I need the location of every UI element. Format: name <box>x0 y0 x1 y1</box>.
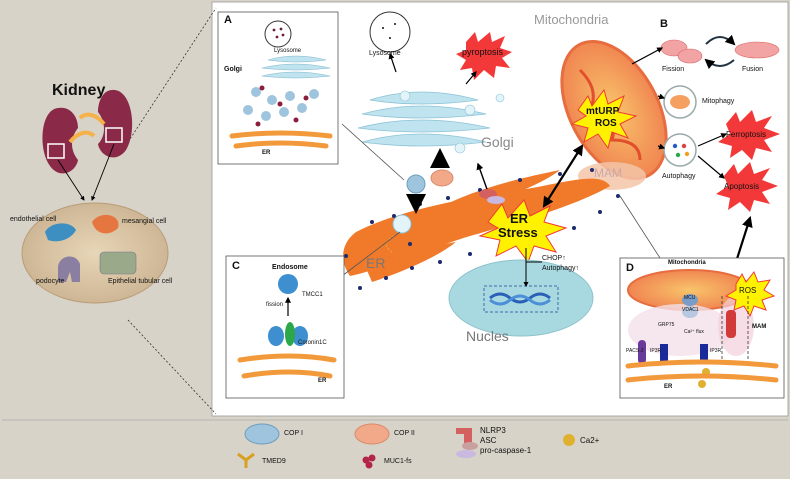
legend-copii-icon <box>354 423 390 445</box>
endosome-shape <box>278 274 298 294</box>
legend-muc1-label: MUC1-fs <box>384 458 412 465</box>
panel-a-box <box>217 11 339 165</box>
panel-a-lysosome-label: Lysosome <box>274 48 302 54</box>
golgi-label: Golgi <box>481 134 514 150</box>
nlrp3-complex-main <box>479 189 505 204</box>
legend-ca-label: Ca2+ <box>580 436 600 445</box>
panel-d-mam-label: MAM <box>752 324 767 330</box>
tmcc1-label: TMCC1 <box>302 292 323 298</box>
legend-muc1-icon <box>362 454 376 469</box>
panel-d-er <box>625 359 779 383</box>
kidney-zoom-box-left <box>47 143 65 159</box>
podocyte-icon <box>58 256 80 282</box>
ferroptosis-burst <box>718 110 780 160</box>
panel-a-vesicles <box>243 87 319 121</box>
apoptosis-burst <box>716 162 778 212</box>
vdac1-shape <box>682 306 698 318</box>
er-stress-label-2: Stress <box>498 225 538 240</box>
panel-c-er-label: ER <box>318 378 327 384</box>
panel-a-lysosome-shape <box>264 20 292 48</box>
panel-d-ros-burst <box>724 271 776 318</box>
er-stress-label-1: ER <box>510 211 529 226</box>
cell-label-endothelial: endothelial cell <box>10 216 57 223</box>
kidney-title: Kidney <box>52 82 106 99</box>
panel-d-ros-label: ROS <box>739 286 757 295</box>
lysosome-shape <box>369 11 411 53</box>
mitophagy-label: Mitophagy <box>702 98 735 105</box>
lysosome-label: Lysosome <box>369 50 401 57</box>
ip3r-label-1: IP3R <box>650 348 662 354</box>
legend-copi-icon <box>244 423 280 445</box>
panel-a-er-label: ER <box>262 150 271 156</box>
fission-label: Fission <box>662 66 685 73</box>
kidney-left-graphic <box>42 107 96 174</box>
er-label: ER <box>366 255 386 271</box>
mcu-label: MCU <box>684 295 696 301</box>
legend-tmed9-icon <box>237 452 255 468</box>
panel-d-letter: D <box>626 262 634 274</box>
chop-label: CHOP↑ <box>542 255 566 262</box>
legend-nlrp3-icon <box>456 428 478 458</box>
vdac1-label: VDAC1 <box>682 307 699 313</box>
pacs2-label: PACS-2 <box>626 348 644 354</box>
mesangial-cell-icon <box>92 214 119 234</box>
endosome-label: Endosome <box>272 264 308 271</box>
pyroptosis-label: pyroptosis <box>462 47 504 57</box>
legend-tmed9-label: TMED9 <box>262 458 286 465</box>
coronin-label: Coronin1C <box>298 340 327 346</box>
ca-flux-label: Ca²⁺ flux <box>684 329 704 335</box>
panel-c-letter: C <box>232 260 240 272</box>
nucleus-label: Nucles <box>466 328 509 344</box>
panel-c-er <box>237 353 337 379</box>
ip3r-label-2: IP3R <box>710 348 722 354</box>
dna-box <box>483 285 559 313</box>
copi-vesicle-main <box>406 174 426 194</box>
autophagy-up-label: Autophagy↑ <box>542 265 579 272</box>
cell-label-podocyte: podocyte <box>36 278 65 285</box>
kidney-zoom-box-right <box>105 127 123 143</box>
endothelial-cell-icon <box>45 223 76 242</box>
grp75-label: GRP75 <box>658 322 675 328</box>
pyroptosis-burst <box>456 32 512 80</box>
fusion-label: Fusion <box>742 66 764 73</box>
panel-a-er <box>229 130 333 149</box>
mcu-shape <box>682 294 698 306</box>
nucleus-ellipse <box>448 259 594 337</box>
fission-c-label: fission <box>266 302 284 308</box>
legend-copi-label: COP I <box>284 430 303 437</box>
autophagy-label: Autophagy <box>662 173 696 180</box>
er-stress-burst <box>478 199 568 264</box>
legend-nlrp3-label: NLRP3 <box>480 426 506 435</box>
kidney-right-graphic <box>78 89 133 158</box>
mturp-label: mtURP <box>586 106 620 117</box>
panel-a-golgi-stack <box>261 55 331 79</box>
panel-d-er-label: ER <box>664 384 673 390</box>
apoptosis-label: Apoptosis <box>724 182 760 191</box>
panel-b-letter: B <box>660 18 668 30</box>
cell-label-mesangial: mesangial cell <box>122 218 167 225</box>
mitochondria-label: Mitochondria <box>534 12 609 27</box>
panel-a-golgi-label: Golgi <box>224 66 242 73</box>
panel-a-letter: A <box>224 14 232 26</box>
legend-asc-label: ASC <box>480 436 497 445</box>
legend-ca-icon <box>563 434 575 446</box>
epithelial-cell-icon <box>99 251 137 275</box>
ferroptosis-label: Ferroptosis <box>726 130 767 139</box>
mturp-ros-burst <box>570 88 638 150</box>
autophagy-shape <box>663 133 697 167</box>
coronin-shape <box>285 322 295 346</box>
copii-vesicle-main <box>430 169 454 187</box>
ros-label: ROS <box>595 118 617 129</box>
legend-procasp-label: pro-caspase-1 <box>480 446 532 455</box>
cell-label-epithelial: Epithelial tubular cell <box>108 278 173 285</box>
guide-line-bottom <box>127 319 217 415</box>
legend-copii-label: COP II <box>394 430 415 437</box>
guide-line-top <box>127 7 217 143</box>
mam-label: MAM <box>594 166 622 180</box>
panel-d-mito-label: Mitochondria <box>668 260 706 266</box>
